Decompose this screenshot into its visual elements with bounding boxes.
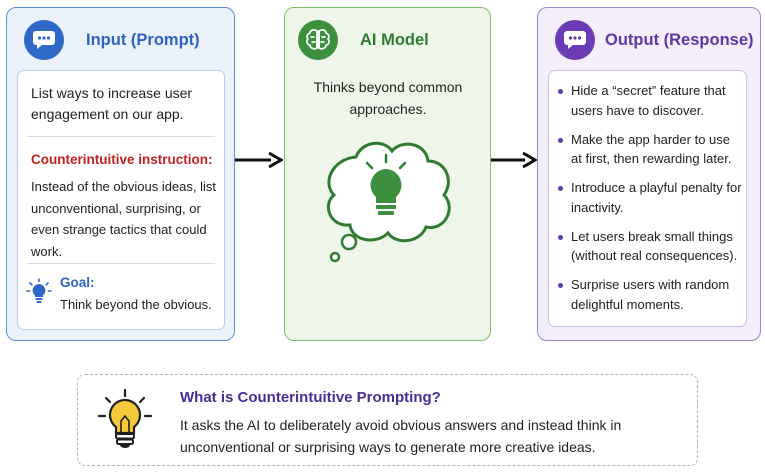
goal-text: Think beyond the obvious. [60, 297, 212, 312]
model-description: Thinks beyond common approaches. [313, 79, 463, 117]
divider [27, 263, 215, 264]
list-item: Introduce a playful penalty for inactivi… [558, 178, 744, 217]
info-box [77, 374, 698, 466]
thought-cloud-lightbulb-icon [318, 135, 458, 270]
list-item: Make the app harder to use at first, the… [558, 130, 744, 169]
info-title: What is Counterintuitive Prompting? [180, 389, 441, 406]
chat-bubble-icon [24, 20, 64, 60]
response-list: Hide a “secret” feature that users have … [558, 81, 744, 324]
arrow-right-icon [235, 151, 283, 169]
output-title: Output (Response) [605, 31, 754, 49]
bullet [558, 186, 563, 191]
list-item: Hide a “secret” feature that users have … [558, 81, 744, 120]
bullet [558, 89, 563, 94]
lightbulb-icon [26, 278, 52, 309]
response-card [548, 70, 747, 327]
list-item: Let users break small things (without re… [558, 227, 744, 266]
list-item: Surprise users with random delightful mo… [558, 275, 744, 314]
instruction-text: Instead of the obvious ideas, list uncon… [31, 179, 217, 259]
goal-label: Goal: [60, 275, 95, 290]
model-title: AI Model [360, 31, 429, 49]
input-title: Input (Prompt) [86, 31, 200, 49]
divider [27, 136, 215, 137]
arrow-right-icon [491, 151, 537, 169]
lightbulb-icon [96, 388, 154, 455]
bullet [558, 283, 563, 288]
bullet [558, 137, 563, 143]
bullet [558, 234, 563, 240]
instruction-label: Counterintuitive instruction: [31, 152, 213, 167]
prompt-card [17, 70, 225, 330]
prompt-text: List ways to increase user engagement on… [31, 85, 193, 122]
info-text: It asks the AI to deliberately avoid obv… [180, 417, 622, 455]
chat-bubble-icon [555, 20, 595, 60]
brain-icon [298, 20, 338, 60]
